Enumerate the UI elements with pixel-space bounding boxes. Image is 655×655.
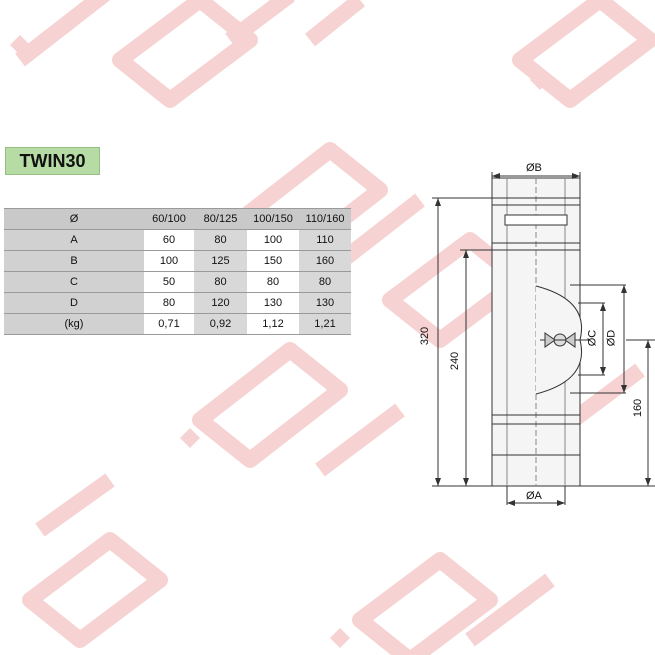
table-cell: 1,12 [247,313,299,335]
table-cell: 120 [194,292,247,314]
row-label: B [4,250,144,272]
dim-label-oa: ØA [526,490,542,502]
column-header: 80/125 [194,208,247,230]
product-title: TWIN30 [5,147,100,175]
dim-label-ob: ØB [526,162,542,174]
table-cell: 100 [144,250,194,272]
table-row: D 80 120 130 130 [4,292,351,314]
table-cell: 80 [144,292,194,314]
row-label: D [4,292,144,314]
table-cell: 130 [247,292,299,314]
column-header: 110/160 [299,208,351,230]
table-cell: 60 [144,229,194,251]
specification-table: Ø 60/100 80/125 100/150 110/160 A 60 80 … [4,208,351,335]
dim-label-240: 240 [449,351,462,371]
column-header: 100/150 [247,208,299,230]
table-cell: 80 [247,271,299,293]
dim-label-oc: ØC [586,329,599,347]
row-label: C [4,271,144,293]
dim-label-od: ØD [605,329,618,347]
row-label: (kg) [4,313,144,335]
table-cell: 80 [299,271,351,293]
table-row: C 50 80 80 80 [4,271,351,293]
table-cell: 110 [299,229,351,251]
table-cell: 80 [194,271,247,293]
header-label: Ø [4,208,144,230]
table-cell: 130 [299,292,351,314]
table-header-row: Ø 60/100 80/125 100/150 110/160 [4,208,351,230]
table-cell: 160 [299,250,351,272]
table-row: B 100 125 150 160 [4,250,351,272]
table-row: A 60 80 100 110 [4,229,351,251]
table-row: (kg) 0,71 0,92 1,12 1,21 [4,313,351,335]
table-cell: 0,71 [144,313,194,335]
dim-label-320: 320 [419,326,432,346]
table-cell: 150 [247,250,299,272]
table-cell: 0,92 [194,313,247,335]
row-label: A [4,229,144,251]
table-cell: 50 [144,271,194,293]
column-header: 60/100 [144,208,194,230]
table-cell: 1,21 [299,313,351,335]
table-cell: 80 [194,229,247,251]
table-cell: 125 [194,250,247,272]
table-cell: 100 [247,229,299,251]
dim-label-160: 160 [632,398,645,418]
